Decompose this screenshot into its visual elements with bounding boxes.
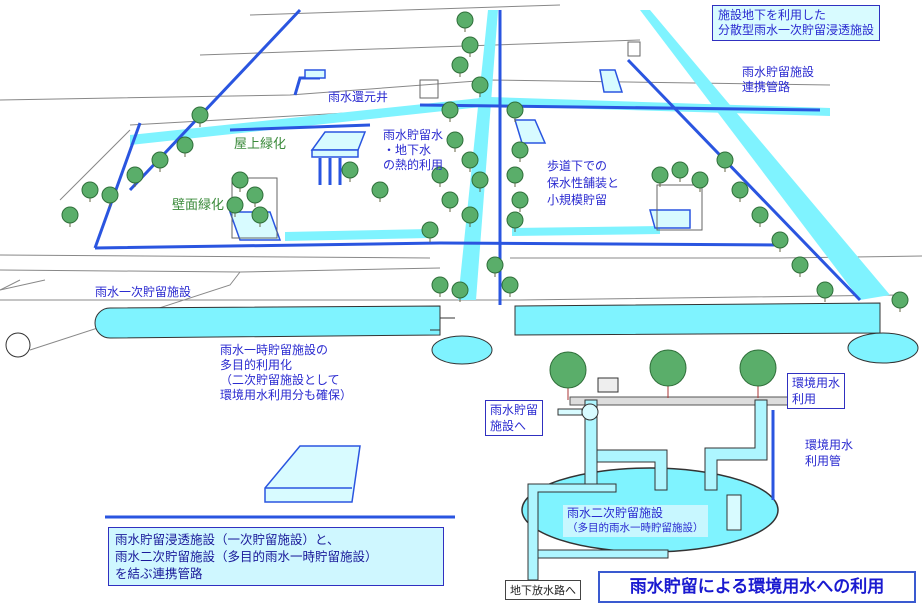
tree-icon [751,206,769,224]
tree-icon [716,151,734,169]
tree-icon [471,76,489,94]
label-line: 雨水貯留浸透施設（一次貯留施設）と、 [115,532,340,547]
env-use-label: 環境用水 利用 [787,373,846,409]
link-summary-box: 雨水貯留浸透施設（一次貯留施設）と、 雨水二次貯留施設（多目的雨水一時貯留施設）… [108,527,444,586]
tree-icon [651,166,669,184]
tree-icon [441,101,459,119]
main-title: 雨水貯留による環境用水への利用 [598,571,916,603]
secondary-storage-label: 雨水二次貯留施設 （多目的雨水一時貯留施設） [563,505,708,537]
tree-icon [246,186,264,204]
tree-icon [451,281,469,299]
tree-icon [101,186,119,204]
tree-icon [549,351,587,389]
tree-icon [431,166,449,184]
env-pipe-label: 環境用水 利用管 [805,437,853,469]
label-line: 雨水二次貯留施設（多目的雨水一時貯留施設） [115,549,378,564]
tree-icon [446,131,464,149]
tree-icon [151,151,169,169]
tree-icon [691,171,709,189]
label-line: 施設地下を利用した [718,8,827,22]
tree-icon [501,276,519,294]
tree-icon [441,191,459,209]
label-line: ・地下水 [383,143,432,157]
label-line: 保水性舗装と [547,176,620,190]
roof-green-label: 屋上緑化 [234,137,287,152]
tree-icon [461,36,479,54]
tree-icon [791,256,809,274]
label-line: を結ぶ連携管路 [115,566,203,581]
sidewalk-label: 歩道下での 保水性舗装と 小規模貯留 [547,158,619,209]
tree-icon [251,206,269,224]
tree-icon [649,349,687,387]
tree-icon [126,166,144,184]
label-line: 歩道下での [547,159,608,173]
multipurpose-label: 雨水一時貯留施設の 多目的利用化 （二次貯留施設として 環境用水利用分も確保） [220,343,352,403]
label-line: 小規模貯留 [547,193,608,207]
tree-icon [511,191,529,209]
trees [61,11,909,400]
tree-icon [506,101,524,119]
secondary-storage-section [521,377,791,581]
tree-icon [471,171,489,189]
tree-icon [739,349,777,387]
label-line: 雨水貯留水 [383,128,444,142]
blue-pipes [93,8,862,305]
tree-icon [451,56,469,74]
primary-storage-tube [5,302,919,365]
tree-icon [191,106,209,124]
label-line: （多目的雨水一時貯留施設） [567,522,704,534]
tree-icon [506,211,524,229]
label-line: 多目的利用化 [220,358,293,372]
tree-icon [341,161,359,179]
tree-icon [511,141,529,159]
tree-icon [816,281,834,299]
label-line: 利用管 [805,454,842,468]
to-storage-label: 雨水貯留 施設へ [485,400,544,436]
tree-icon [61,206,79,224]
label-line: （二次貯留施設として [220,373,340,387]
facilities [228,69,691,503]
label-line: 分散型雨水一次貯留浸透施設 [718,23,875,37]
label-line: 連携管路 [742,80,791,94]
tree-icon [456,11,474,29]
tree-icon [506,166,524,184]
label-line: 雨水一時貯留施設の [220,343,329,357]
label-line: 雨水貯留施設 [742,65,815,79]
label-line: 環境用水 [805,438,854,452]
thermal-use-label: 雨水貯留水 ・地下水 の熱的利用 [383,128,443,173]
tree-icon [671,161,689,179]
label-line: 雨水二次貯留施設 [567,506,664,520]
tree-icon [486,256,504,274]
distributed-facility-label: 施設地下を利用した 分散型雨水一次貯留浸透施設 [712,5,881,41]
tree-icon [176,136,194,154]
label-line: 利用 [792,392,817,406]
tree-icon [231,171,249,189]
tree-icon [226,196,244,214]
tree-icon [771,231,789,249]
label-line: の熱的利用 [383,158,444,172]
tree-icon [461,206,479,224]
to-drain-label: 地下放水路へ [505,580,581,600]
label-line: 施設へ [490,419,527,433]
tree-icon [371,181,389,199]
tree-icon [461,151,479,169]
primary-storage-label: 雨水一次貯留施設 [95,285,192,299]
tree-icon [731,181,749,199]
label-line: 雨水貯留 [490,403,539,417]
tree-icon [431,276,449,294]
return-well-label: 雨水還元井 [328,90,389,104]
tree-icon [891,291,909,309]
wall-green-label: 壁面緑化 [172,198,225,213]
label-line: 環境用水利用分も確保） [220,388,353,402]
tree-icon [421,221,439,239]
label-line: 環境用水 [792,376,841,390]
tree-icon [81,181,99,199]
link-pipe-label: 雨水貯留施設 連携管路 [742,65,814,95]
